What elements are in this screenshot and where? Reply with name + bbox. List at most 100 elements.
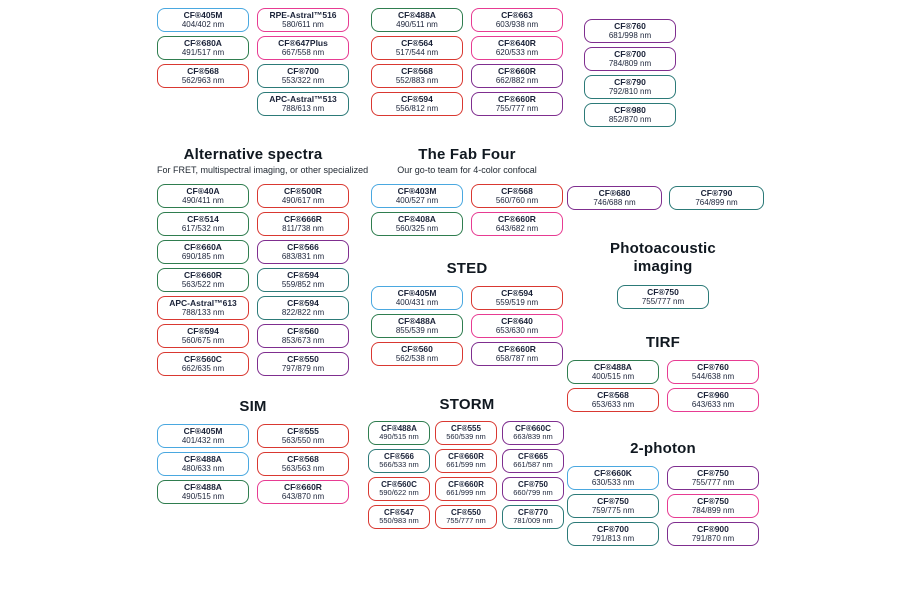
dye-chip: CF®660C 663/839 nm (502, 421, 564, 445)
chip-columns: CF®760 681/998 nm CF®700 784/809 nm CF®7… (584, 19, 676, 127)
group-top-left: CF®405M 404/402 nm CF®680A 491/517 nm CF… (157, 8, 349, 116)
dye-wavelengths: 560/760 nm (495, 196, 539, 206)
dye-wavelengths: 658/787 nm (495, 354, 539, 364)
dye-chip: CF®408A 560/325 nm (371, 212, 463, 236)
dye-name: CF®488A (184, 481, 222, 492)
dye-chip: CF®403M 400/527 nm (371, 184, 463, 208)
chip-column: CF®663 603/938 nm CF®640R 620/533 nm CF®… (471, 8, 563, 116)
chip-column: CF®488A 400/515 nm CF®568 653/633 nm (567, 360, 659, 412)
dye-name: CF®560 (401, 343, 433, 354)
dye-name: CF®700 (287, 65, 319, 76)
chip-column: CF®594 559/519 nm CF®640 653/630 nm CF®6… (471, 286, 563, 366)
dye-chip: CF®700 553/322 nm (257, 64, 349, 88)
dye-wavelengths: 662/882 nm (495, 76, 539, 86)
dye-wavelengths: 544/638 nm (691, 372, 735, 382)
section-photoacoustic-imaging: Photoacoustic imaging CF®750 755/777 nm (567, 240, 759, 309)
dye-chip: CF®660R 661/599 nm (435, 449, 497, 473)
dye-name: CF®660R (448, 452, 484, 462)
dye-name: CF®555 (287, 425, 319, 436)
dye-name: CF®663 (501, 9, 533, 20)
section-title-photoacoustic-imaging: Photoacoustic imaging (610, 240, 716, 275)
dye-wavelengths: 690/185 nm (181, 252, 225, 262)
group-top-right: CF®760 681/998 nm CF®700 784/809 nm CF®7… (584, 19, 676, 127)
dye-name: CF®960 (697, 389, 729, 400)
dye-name: CF®547 (384, 508, 414, 518)
chip-column: CF®405M 404/402 nm CF®680A 491/517 nm CF… (157, 8, 249, 116)
dye-name: CF®640R (498, 37, 536, 48)
dye-chip: CF®750 784/899 nm (667, 494, 759, 518)
dye-wavelengths: 643/870 nm (281, 492, 325, 502)
chip-column: CF®488A 490/515 nm CF®566 566/533 nm CF®… (368, 421, 430, 529)
dye-name: CF®660K (594, 467, 632, 478)
dye-chip: CF®750 755/777 nm (667, 466, 759, 490)
dye-wavelengths: 759/775 nm (591, 506, 635, 516)
dye-chip: CF®640R 620/533 nm (471, 36, 563, 60)
dye-name: CF®660C (515, 424, 551, 434)
dye-chip: CF®663 603/938 nm (471, 8, 563, 32)
chip-column: CF®40A 490/411 nm CF®514 617/532 nm CF®6… (157, 184, 249, 376)
dye-wavelengths: 791/870 nm (691, 534, 735, 544)
dye-wavelengths: 853/673 nm (281, 336, 325, 346)
dye-chip: CF®568 562/963 nm (157, 64, 249, 88)
dye-chip: CF®665 661/587 nm (502, 449, 564, 473)
dye-chip: CF®790 792/810 nm (584, 75, 676, 99)
dye-name: APC-Astral™613 (169, 297, 237, 308)
dye-wavelengths: 563/522 nm (181, 280, 225, 290)
chip-column: CF®760 544/638 nm CF®960 643/633 nm (667, 360, 759, 412)
dye-name: CF®660R (498, 93, 536, 104)
chip-columns: CF®488A 400/515 nm CF®568 653/633 nm CF®… (567, 360, 759, 412)
dye-wavelengths: 653/630 nm (495, 326, 539, 336)
dye-chip: CF®405M 400/431 nm (371, 286, 463, 310)
dye-wavelengths: 490/515 nm (379, 432, 419, 442)
dye-name: CF®750 (518, 480, 548, 490)
dye-chip: CF®770 781/009 nm (502, 505, 564, 529)
chip-column: CF®405M 401/432 nm CF®488A 480/633 nm CF… (157, 424, 249, 504)
dye-wavelengths: 755/777 nm (641, 297, 685, 307)
dye-name: CF®488A (184, 453, 222, 464)
dye-chip: CF®760 544/638 nm (667, 360, 759, 384)
dye-chip: CF®594 559/519 nm (471, 286, 563, 310)
group-near-infrared-pair: CF®680 746/688 nm CF®790 764/899 nm (567, 186, 764, 210)
dye-wavelengths: 490/515 nm (181, 492, 225, 502)
dye-name: APC-Astral™513 (269, 93, 337, 104)
dye-chip: RPE-Astral™516 580/611 nm (257, 8, 349, 32)
dye-name: CF®594 (287, 269, 319, 280)
dye-name: CF®550 (451, 508, 481, 518)
dye-name: CF®750 (697, 495, 729, 506)
dye-chip: CF®750 755/777 nm (617, 285, 709, 309)
dye-name: CF®594 (501, 287, 533, 298)
section-2-photon: 2-photon CF®660K 630/533 nm CF®750 759/7… (567, 440, 759, 546)
chip-columns: CF®750 755/777 nm (567, 285, 759, 309)
dye-name: CF®660R (498, 213, 536, 224)
dye-name: CF®680 (598, 187, 631, 198)
dye-chip: CF®760 681/998 nm (584, 19, 676, 43)
dye-wavelengths: 663/839 nm (513, 432, 553, 442)
dye-chip: CF®660R 755/777 nm (471, 92, 563, 116)
dye-wavelengths: 559/519 nm (495, 298, 539, 308)
dye-chip: CF®594 556/812 nm (371, 92, 463, 116)
dye-wavelengths: 563/563 nm (281, 464, 325, 474)
dye-chip: CF®680A 491/517 nm (157, 36, 249, 60)
dye-wavelengths: 822/822 nm (281, 308, 325, 318)
chip-column: CF®555 560/539 nm CF®660R 661/599 nm CF®… (435, 421, 497, 529)
dye-chip: CF®660R 643/870 nm (257, 480, 349, 504)
dye-name: CF®560C (381, 480, 417, 490)
dye-chip: CF®660R 661/999 nm (435, 477, 497, 501)
chip-column: CF®488A 490/511 nm CF®564 517/544 nm CF®… (371, 8, 463, 116)
chip-column: CF®660K 630/533 nm CF®750 759/775 nm CF®… (567, 466, 659, 546)
dye-name: CF®660R (184, 269, 222, 280)
dye-chip: CF®550 797/879 nm (257, 352, 349, 376)
dye-name: CF®550 (287, 353, 319, 364)
dye-chip: APC-Astral™513 788/613 nm (257, 92, 349, 116)
dye-wavelengths: 490/411 nm (182, 196, 224, 206)
dye-wavelengths: 781/009 nm (513, 516, 553, 526)
dye-name: CF®700 (614, 48, 646, 59)
dye-wavelengths: 746/688 nm (593, 198, 636, 208)
dye-chip: CF®700 784/809 nm (584, 47, 676, 71)
chip-column: CF®405M 400/431 nm CF®488A 855/539 nm CF… (371, 286, 463, 366)
dye-wavelengths: 784/809 nm (608, 59, 652, 69)
dye-chip: CF®660R 643/682 nm (471, 212, 563, 236)
dye-name: CF®680A (184, 37, 222, 48)
chip-column: CF®790 764/899 nm (669, 186, 764, 210)
dye-wavelengths: 560/675 nm (181, 336, 225, 346)
